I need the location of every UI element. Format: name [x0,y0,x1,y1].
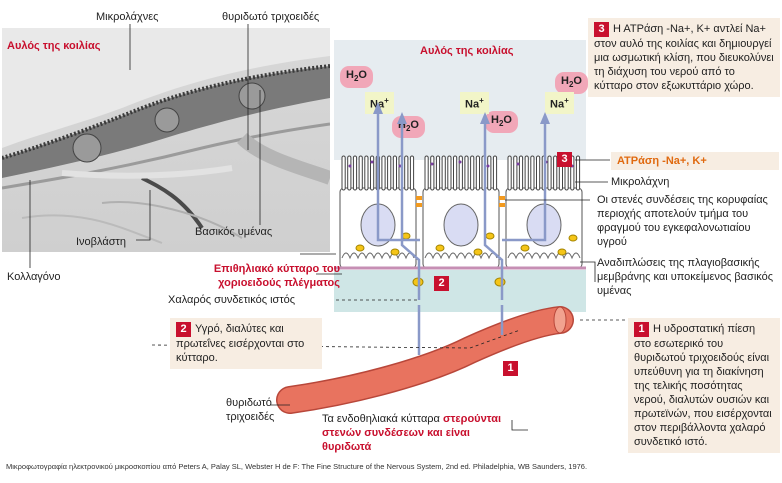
capillary-label: θυριδωτό τριχοειδές [226,397,275,423]
electron-micrograph [2,28,330,252]
micrograph-collagen-label: Κολλαγόνο [7,271,61,283]
step-2-text: Υγρό, διαλύτες και πρωτεΐνες εισέρχονται… [176,323,305,364]
microvillus [453,155,458,191]
tight-junction-note: Οι στενές συνδέσεις της κορυφαίας περιοχ… [597,194,768,248]
microvillus [447,155,452,191]
step-1-marker: 1 [503,361,522,379]
microvillus [524,155,529,191]
microvillus [404,155,409,191]
micrograph-basement-label: Βασικός υμένας [195,226,273,238]
microvillus [387,155,392,191]
diagram-lumen-label: Αυλός της κοιλίας [420,45,514,57]
microvillus [424,155,429,191]
atpase-label: ΑΤΡάση -Na+, K+ [611,152,779,170]
step-3-text: Η ΑΤΡάση -Na+, K+ αντλεί Na+ στον αυλό τ… [594,23,774,92]
step-3-marker: 3 [557,152,576,170]
step-1-text: Η υδροστατική πίεση στο εσωτερικό του θυ… [634,323,772,448]
microvillus [492,155,498,191]
microvillus [507,155,512,191]
micrograph-microvilli-label: Μικρολάχνες [96,11,159,23]
microvillus [435,155,441,191]
microvillus [358,155,363,191]
microvillus [481,155,486,191]
basolateral-note: Αναδιπλώσεις της πλαγιοβασικής μεμβράνης… [597,257,774,297]
h2o-bubble: H2O [340,66,373,89]
endothelial-note: Τα ενδοθηλιακά κύτταρα στερούνται στενών… [322,412,522,454]
h2o-bubble: H2O [392,116,425,139]
microvillus [352,155,358,191]
h2o-bubble: H2O [555,72,588,95]
h2o-bubble: H2O [485,111,518,134]
microvillus [464,155,469,191]
microvillus [409,155,415,191]
microvillus [381,155,386,191]
epithelial-cell-label: Επιθηλιακό κύτταρο του χοριοειδούς πλέγμ… [213,263,340,289]
microvillus [541,155,546,191]
microvillus-label: Μικρολάχνη [611,176,670,188]
microvillus [347,155,352,191]
microvillus [458,155,463,191]
micrograph-lumen-label: Αυλός της κοιλίας [7,40,101,52]
microvillus [441,155,446,191]
microvillus [430,155,435,191]
microvillus [575,155,581,191]
image-credit: Μικροφωτογραφία ηλεκτρονικού μικροσκοπίο… [6,462,588,471]
microvillus [530,155,535,191]
microvillus [341,155,346,191]
microvillus [375,155,380,191]
step-3-number: 3 [594,22,609,37]
endothelial-note-plain: Τα ενδοθηλιακά κύτταρα [322,413,440,425]
step-2-number: 2 [176,322,191,337]
microvillus [547,155,552,191]
microvillus [475,155,480,191]
connective-tissue-area [334,270,586,312]
step-1-number: 1 [634,322,649,337]
microvillus [392,155,397,191]
microvillus [536,155,541,191]
microvillus [470,155,475,191]
microvillus [364,155,369,191]
microvillus [513,155,518,191]
microvillus [487,155,492,191]
na-ion-label: Na+ [460,92,489,114]
loose-tissue-label: Χαλαρός συνδετικός ιστός [168,294,296,306]
microvillus [370,155,375,191]
microvillus [398,155,403,191]
endothelial-note-red: στερούνται στενών συνδέσεων και είναι θυ… [322,413,502,453]
na-ion-label: Na+ [365,92,394,114]
micrograph-fibroblast-label: Ινοβλάστη [76,236,126,248]
microvillus [518,155,524,191]
micrograph-capillary-label: θυριδωτό τριχοειδές [222,11,320,23]
na-ion-label: Na+ [545,92,574,114]
step-2-marker: 2 [434,276,453,294]
